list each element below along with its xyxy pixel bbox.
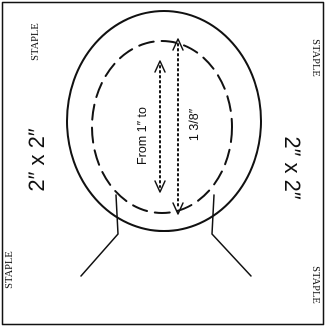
staple-label-bottom-left: STAPLE bbox=[4, 251, 15, 289]
size-label-right: 2″ x 2″ bbox=[280, 136, 305, 199]
size-label-left: 2″ x 2″ bbox=[24, 128, 49, 191]
measure-text-from: From 1″ to bbox=[135, 107, 149, 165]
measure-min-arrow bbox=[154, 60, 166, 193]
staple-label-bottom-right: STAPLE bbox=[310, 266, 321, 304]
measure-max-arrow bbox=[172, 38, 184, 215]
staple-label-top-left: STAPLE bbox=[30, 23, 41, 61]
face-guide-dashed bbox=[91, 40, 233, 214]
neck-shoulder-right bbox=[211, 194, 252, 277]
staple-label-top-right: STAPLE bbox=[310, 39, 321, 77]
measure-text-to: 1 3/8″ bbox=[187, 108, 201, 141]
neck-shoulder-left bbox=[80, 194, 119, 277]
head-outline bbox=[66, 10, 262, 232]
